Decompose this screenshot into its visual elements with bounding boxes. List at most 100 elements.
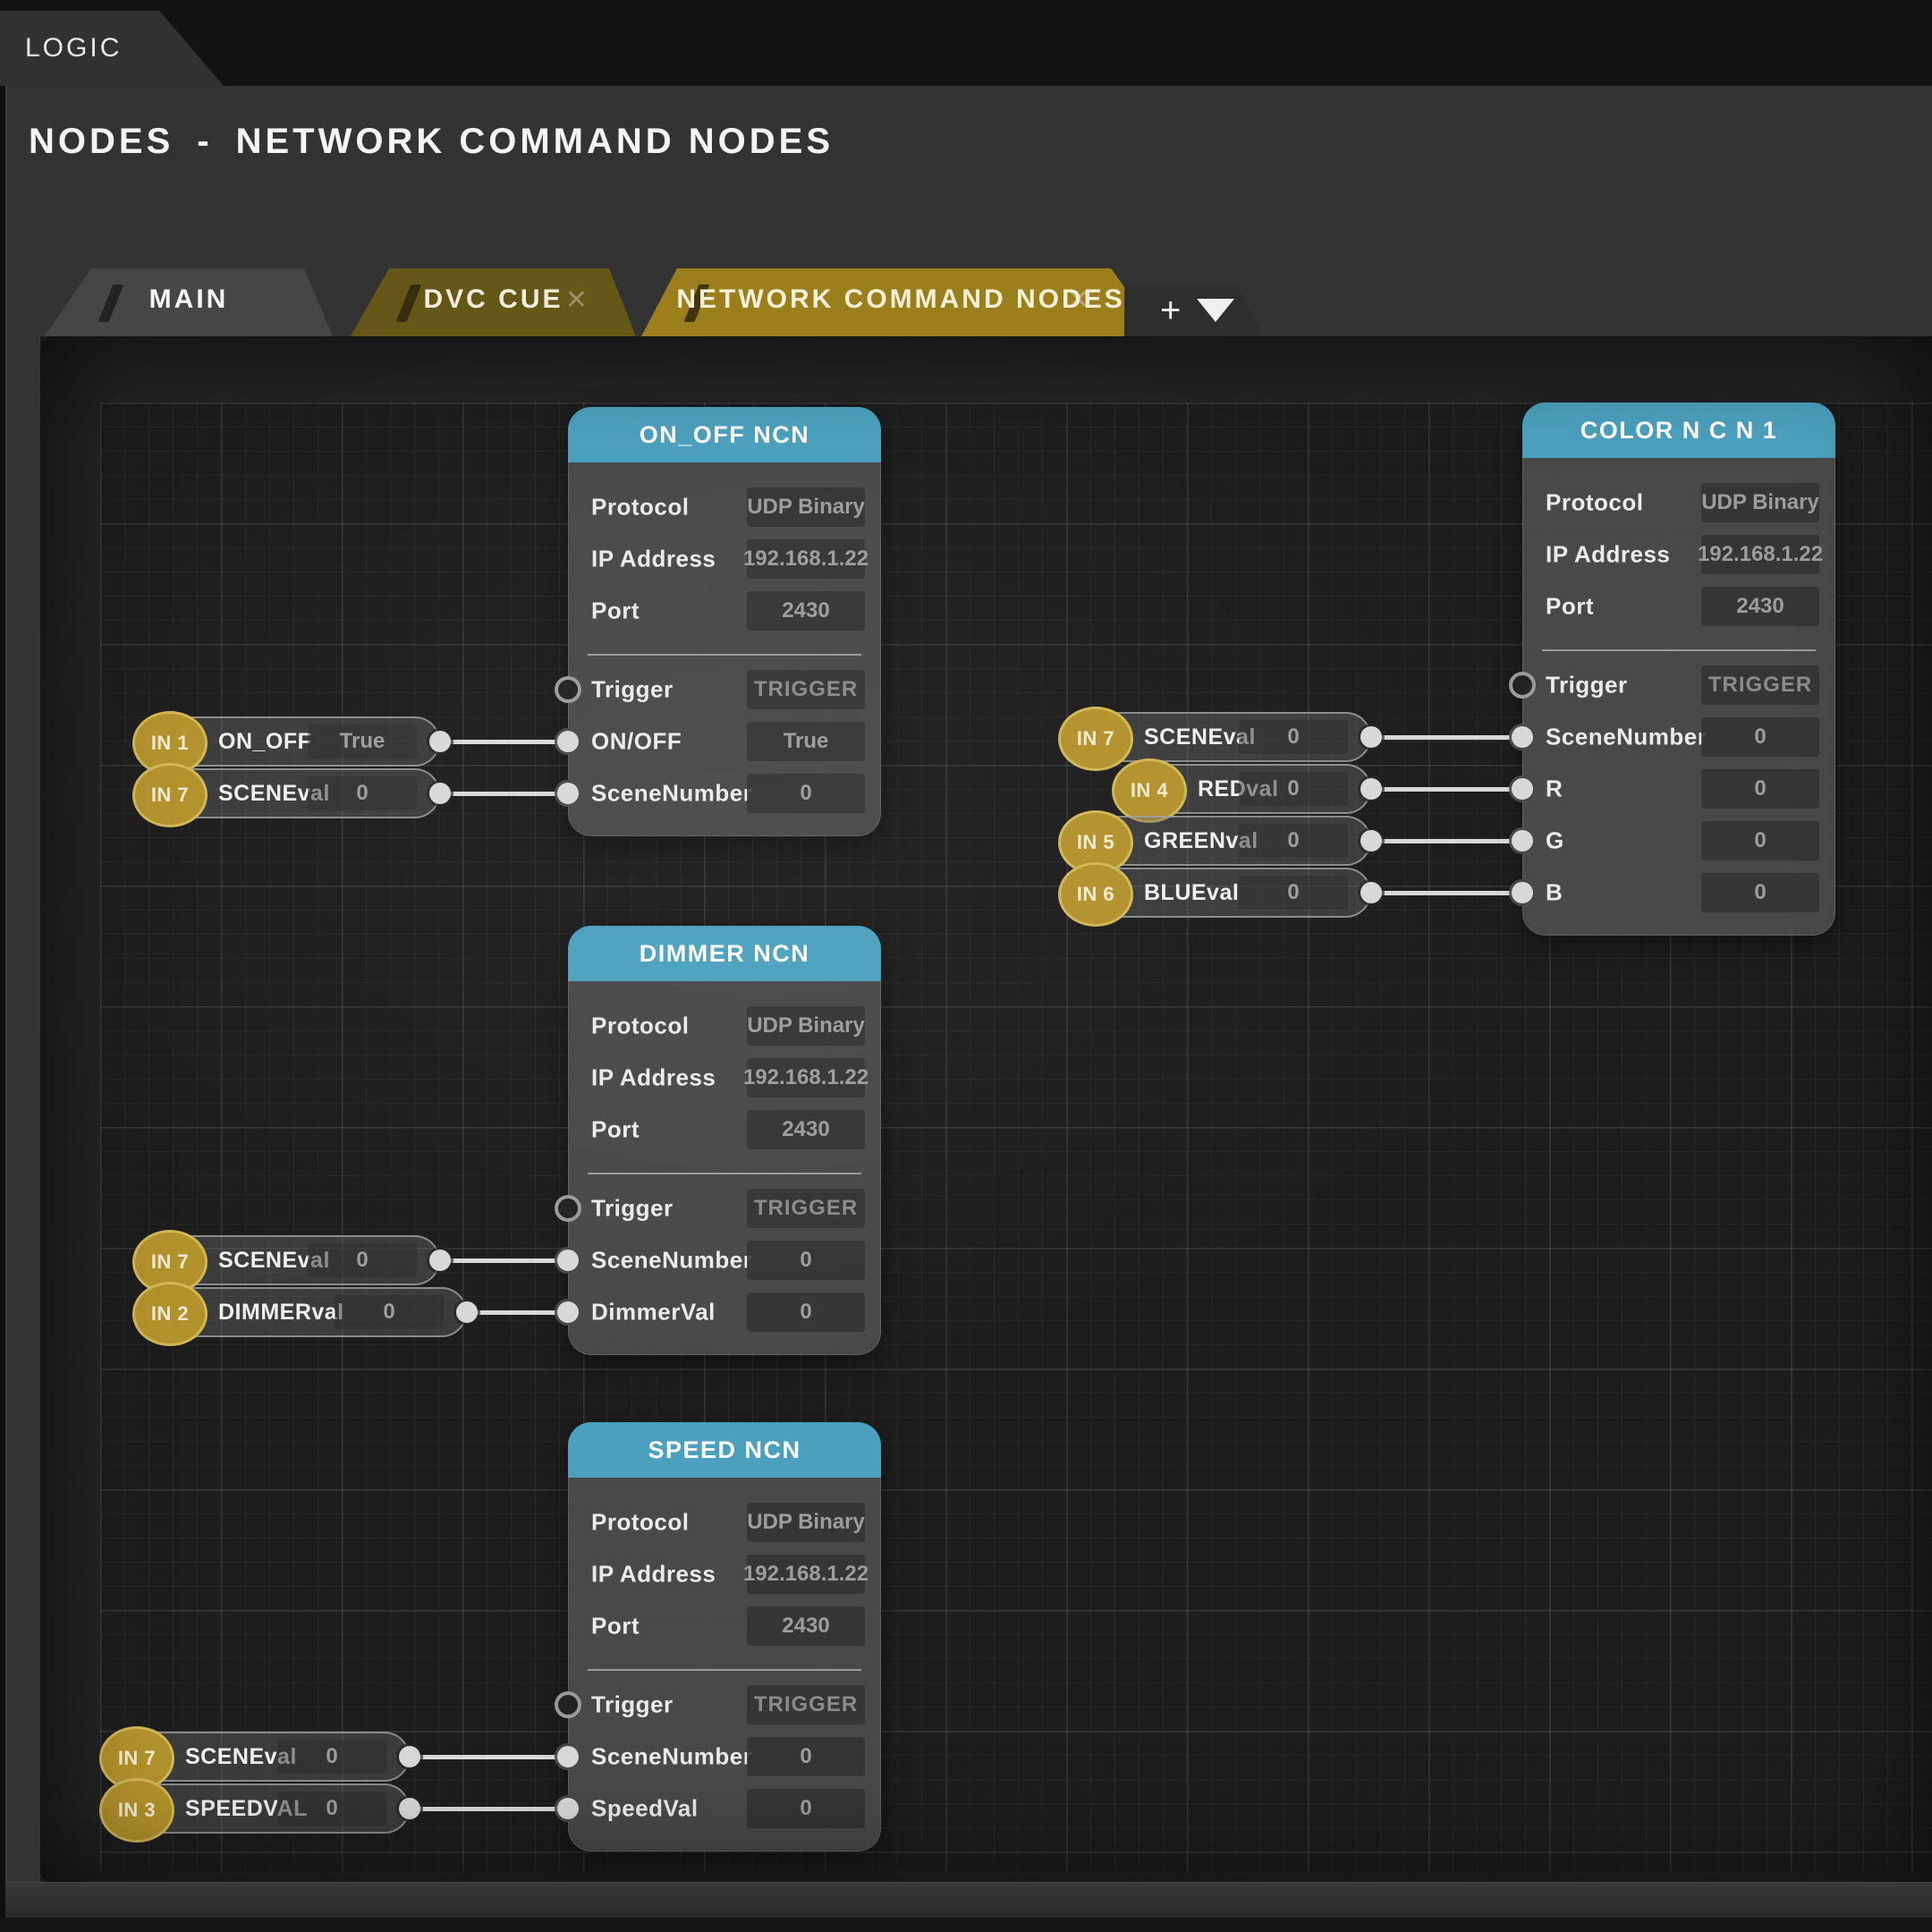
wire-endpoint[interactable] [557, 1250, 579, 1271]
input-number-badge: IN 1 [132, 711, 208, 775]
node-port-label: DimmerVal [591, 1298, 716, 1326]
sheet-tab-label: MAIN [148, 284, 229, 314]
node-port-value-field[interactable]: 0 [747, 1789, 865, 1828]
node-port-label: SpeedVal [591, 1794, 699, 1822]
input-pill-value-field[interactable]: 0 [308, 1243, 417, 1277]
node-port-value-field[interactable]: 0 [1701, 769, 1819, 809]
input-number-badge: IN 2 [132, 1282, 208, 1346]
input-port[interactable] [1509, 672, 1536, 699]
sheet-tab-main[interactable]: MAIN [45, 268, 333, 336]
node-port-label: ON/OFF [591, 727, 682, 755]
input-pill-label: ON_OFF [218, 728, 312, 754]
wire-endpoint[interactable] [1360, 882, 1382, 903]
node-setting-value-field[interactable]: 2430 [747, 1110, 865, 1149]
sheet-tab-dvc-cue[interactable]: DVC CUE✕ [351, 268, 636, 336]
input-port[interactable] [555, 1691, 581, 1718]
node-port-value-field[interactable]: 0 [747, 1737, 865, 1776]
wire-endpoint[interactable] [399, 1798, 420, 1819]
input-port[interactable] [555, 676, 581, 703]
wire-endpoint[interactable] [557, 1746, 579, 1767]
node-port-label: G [1546, 826, 1564, 854]
node-setting-value-field[interactable]: 192.168.1.22 [743, 1058, 869, 1097]
sheet-tab-label: DVC CUE [423, 284, 564, 314]
node-port-value-field[interactable]: TRIGGER [747, 1189, 865, 1228]
wire-endpoint[interactable] [557, 1301, 579, 1323]
node-port-value-field[interactable]: 0 [1701, 717, 1819, 757]
node-setting-value-field[interactable]: 192.168.1.22 [743, 1555, 869, 1594]
wire-endpoint[interactable] [557, 1798, 579, 1819]
wire-endpoint[interactable] [1512, 882, 1533, 903]
input-number-badge: IN 3 [99, 1778, 174, 1843]
input-pill-value-field[interactable]: 0 [1239, 720, 1348, 754]
wire-endpoint[interactable] [429, 783, 451, 804]
input-pill-redval[interactable]: IN 4REDval0 [1112, 758, 1371, 823]
node-port-value-field[interactable]: 0 [1701, 821, 1819, 860]
node-setting-value-field[interactable]: UDP Binary [747, 1006, 865, 1046]
input-pill-value-field[interactable]: 0 [335, 1295, 444, 1329]
input-pill-value-field[interactable]: 0 [277, 1792, 386, 1826]
close-tab-icon[interactable]: ✕ [1066, 284, 1089, 315]
wire-endpoint[interactable] [1512, 726, 1533, 748]
breadcrumb-separator: - [197, 121, 213, 161]
tab-list-dropdown-icon[interactable] [1197, 299, 1235, 322]
input-pill-value-field[interactable]: 0 [1239, 876, 1348, 910]
input-pill-value-field[interactable]: 0 [1239, 824, 1348, 858]
node-setting-value-field[interactable]: UDP Binary [747, 487, 865, 527]
wire-endpoint[interactable] [1360, 726, 1382, 748]
node-port-value-field[interactable]: 0 [747, 1292, 865, 1332]
breadcrumb-section: NODES [29, 121, 174, 161]
node-port-value-field[interactable]: 0 [1701, 873, 1819, 912]
input-port[interactable] [555, 1195, 581, 1222]
wire-endpoint[interactable] [456, 1301, 478, 1323]
node-port-value-field[interactable]: True [747, 722, 865, 761]
node-port-value-field[interactable]: TRIGGER [747, 670, 865, 709]
connection-wire [1369, 838, 1524, 843]
node-port-value-field[interactable]: TRIGGER [747, 1685, 865, 1724]
node-port-value-field[interactable]: 0 [747, 774, 865, 813]
wire-endpoint[interactable] [429, 731, 451, 752]
wire-endpoint[interactable] [1512, 778, 1533, 800]
input-pill-value-field[interactable]: 0 [308, 776, 417, 810]
node-setting-value-field[interactable]: 192.168.1.22 [1698, 535, 1823, 574]
sheet-tab-network-command-nodes[interactable]: NETWORK COMMAND NODES✕ [641, 268, 1160, 336]
wire-endpoint[interactable] [1360, 778, 1382, 800]
window-bottom-strip [0, 1918, 1932, 1932]
node-setting-value-field[interactable]: UDP Binary [747, 1503, 865, 1542]
input-pill-value-field[interactable]: 0 [1239, 772, 1348, 806]
node-port-label: Trigger [1546, 671, 1628, 699]
wire-endpoint[interactable] [557, 731, 579, 752]
node-setting-label: IP Address [591, 545, 716, 572]
wire-endpoint[interactable] [1512, 830, 1533, 852]
node-port-value-field[interactable]: 0 [747, 1241, 865, 1280]
input-number-badge: IN 4 [1112, 758, 1187, 823]
node-setting-value-field[interactable]: 192.168.1.22 [743, 539, 869, 579]
node-setting-value-field[interactable]: UDP Binary [1701, 483, 1819, 522]
node-setting-value-field[interactable]: 2430 [747, 1606, 865, 1646]
node-setting-value-field[interactable]: 2430 [747, 591, 865, 631]
node-setting-value-field[interactable]: 2430 [1701, 587, 1819, 626]
input-pill-label: DIMMERval [218, 1299, 344, 1325]
node-title: DIMMER NCN [568, 926, 881, 981]
wire-endpoint[interactable] [399, 1746, 420, 1767]
add-tab-button[interactable]: + [1160, 291, 1182, 330]
wire-endpoint[interactable] [1360, 830, 1382, 852]
input-pill-value-field[interactable]: True [308, 724, 417, 758]
wire-endpoint[interactable] [557, 783, 579, 804]
input-pill-value-field[interactable]: 0 [277, 1740, 386, 1774]
wire-endpoint[interactable] [429, 1250, 451, 1271]
close-tab-icon[interactable]: ✕ [564, 284, 588, 315]
node-port-value-field[interactable]: TRIGGER [1701, 665, 1819, 705]
